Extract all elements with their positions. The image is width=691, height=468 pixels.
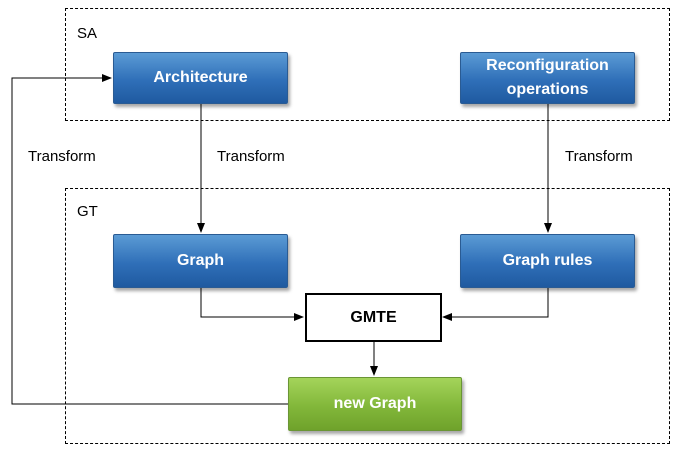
reconfiguration-operations-node[interactable]: Reconfiguration operations — [460, 52, 635, 104]
gmte-node[interactable]: GMTE — [305, 293, 442, 342]
transform-label-right: Transform — [565, 148, 633, 165]
edge-new-graph-to-architecture — [11, 74, 288, 405]
graph-rules-node-label: Graph rules — [502, 252, 593, 269]
sa-region-label: SA — [77, 25, 98, 42]
graph-rules-node[interactable]: Graph rules — [460, 234, 635, 288]
reconfiguration-node-label-line1: Reconfiguration — [486, 57, 609, 74]
sa-region — [65, 8, 670, 121]
new-graph-node-label: new Graph — [333, 395, 417, 412]
reconfiguration-node-label-line2: operations — [506, 81, 589, 98]
gt-region — [65, 188, 670, 444]
graph-node[interactable]: Graph — [113, 234, 288, 288]
edge-graph-rules-to-gmte — [442, 288, 549, 321]
edge-graph-to-gmte — [200, 288, 304, 321]
architecture-node-label: Architecture — [153, 69, 248, 86]
graph-node-label: Graph — [176, 252, 225, 269]
new-graph-node[interactable]: new Graph — [288, 377, 462, 431]
gmte-node-label: GMTE — [350, 308, 397, 326]
gt-region-label: GT — [77, 203, 98, 220]
transform-label-left: Transform — [28, 148, 96, 165]
transform-label-middle: Transform — [217, 148, 285, 165]
architecture-node[interactable]: Architecture — [113, 52, 288, 104]
